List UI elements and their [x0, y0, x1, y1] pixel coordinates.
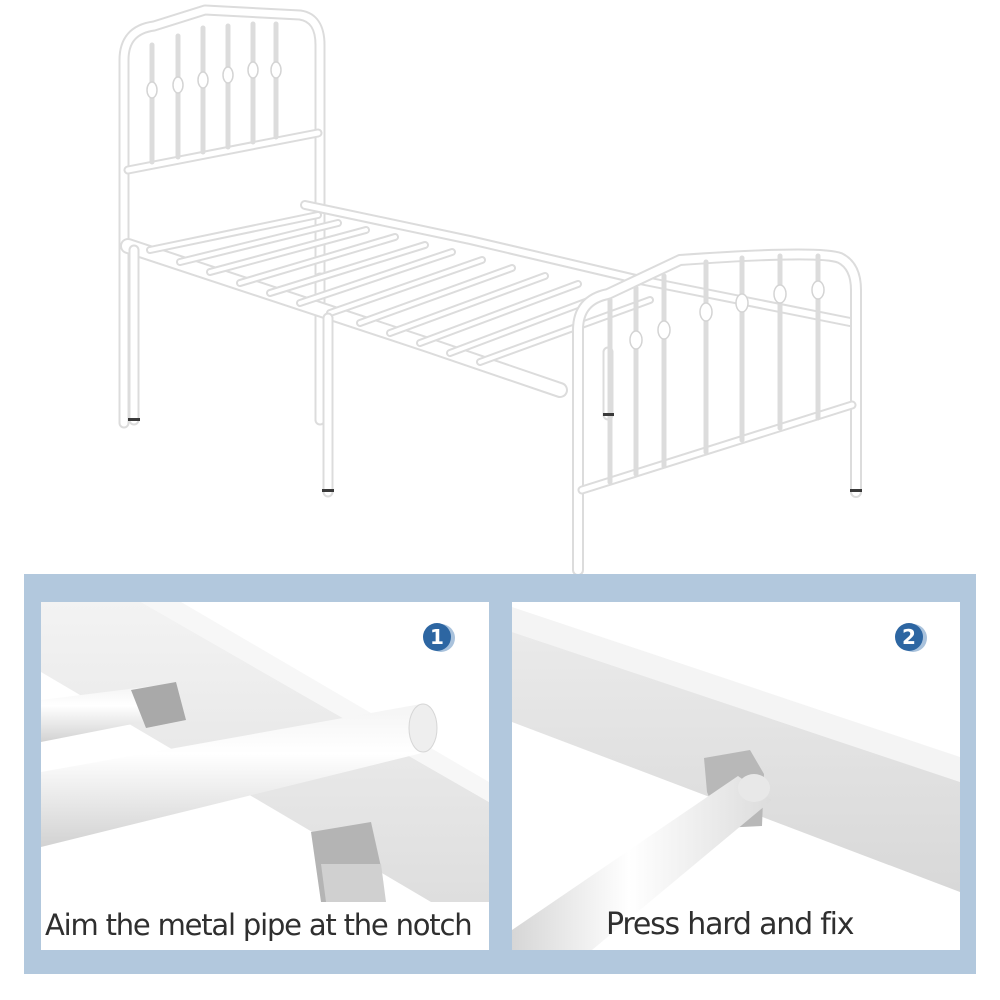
bed-frame-illustration	[118, 4, 862, 576]
bed-frame-image	[118, 4, 862, 576]
step-number: 1	[423, 623, 451, 651]
step-1-caption: Aim the metal pipe at the notch	[45, 908, 473, 942]
step-1-panel: 1 Aim the metal pipe at the notch	[41, 602, 489, 950]
step-2-panel: 2 Press hard and fix	[512, 602, 960, 950]
step-1-illustration	[41, 602, 489, 902]
step-number: 2	[895, 623, 923, 651]
step-number-badge: 2	[895, 623, 927, 653]
assembly-instructions: 1 Aim the metal pipe at the notch	[24, 574, 976, 974]
step-2-caption: Press hard and fix	[606, 907, 855, 942]
step-2-illustration	[512, 607, 960, 950]
step-number-badge: 1	[423, 623, 455, 653]
